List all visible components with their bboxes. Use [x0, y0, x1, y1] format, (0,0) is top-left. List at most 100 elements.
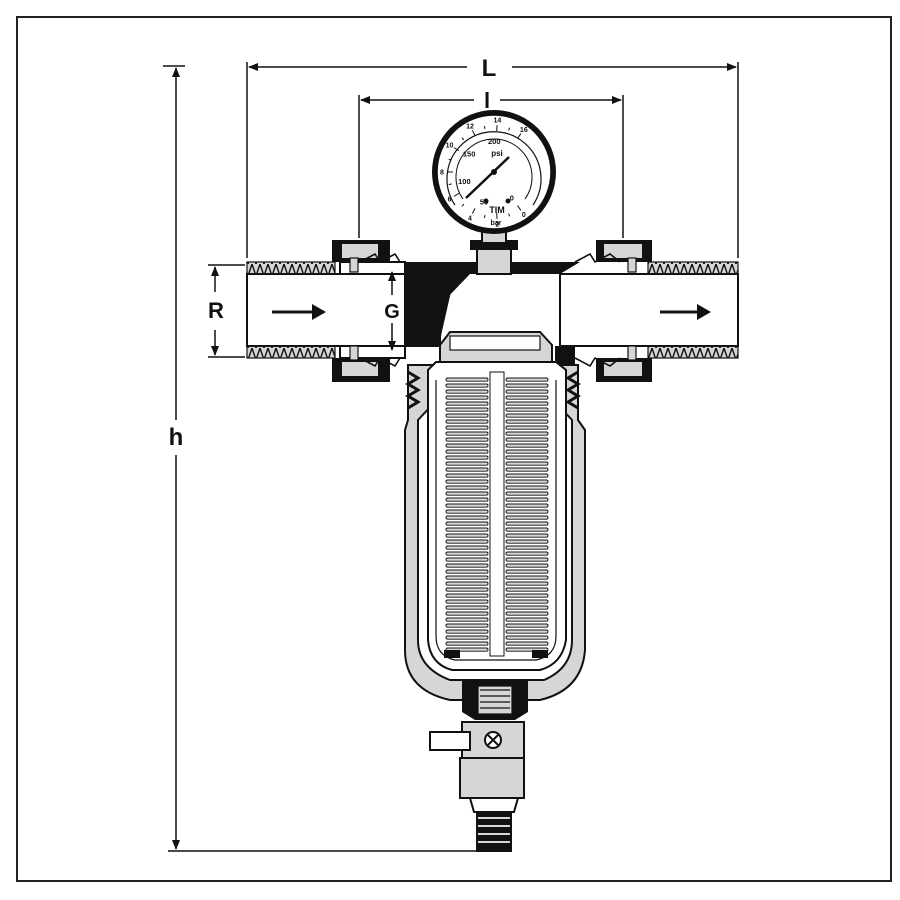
mesh-pleat: [445, 431, 489, 436]
gauge-tick: [483, 125, 486, 130]
gauge-tick: [448, 183, 452, 186]
mesh-pleat: [505, 533, 549, 538]
gauge-psi-tick-label: 100: [458, 177, 471, 186]
filter-mesh: [445, 377, 549, 652]
mesh-pleat: [505, 623, 549, 628]
gauge-tick: [461, 203, 465, 207]
mesh-pleat: [445, 629, 489, 634]
dimension-label-L: L: [482, 55, 497, 82]
mesh-pleat: [445, 491, 489, 496]
filter-head: [405, 240, 580, 364]
mesh-pleat: [505, 545, 549, 550]
mesh-pleat: [445, 635, 489, 640]
dimension-R: R: [208, 264, 245, 358]
mesh-pleat: [445, 611, 489, 616]
valve-lever: [429, 731, 471, 751]
mesh-pleat: [445, 533, 489, 538]
mesh-pleat: [505, 551, 549, 556]
mesh-pleat: [445, 521, 489, 526]
gauge-psi-unit: psi: [491, 149, 503, 158]
mesh-pleat: [505, 635, 549, 640]
gauge-psi-tick-label: 200: [488, 137, 501, 146]
gauge-tick: [483, 214, 486, 219]
gauge-tick-marks: [447, 125, 522, 219]
drain-assembly: [429, 680, 528, 852]
mesh-pleat: [445, 551, 489, 556]
flow-arrow-out: [660, 304, 711, 320]
mesh-pleat: [445, 641, 489, 646]
mesh-pleat: [445, 623, 489, 628]
mesh-pleat: [505, 497, 549, 502]
mesh-pleat: [505, 503, 549, 508]
mesh-pleat: [505, 563, 549, 568]
dimension-label-R: R: [208, 298, 224, 323]
gauge-tick: [471, 208, 476, 214]
mesh-pleat: [505, 431, 549, 436]
mesh-pleat: [505, 461, 549, 466]
mesh-pleat: [445, 377, 489, 382]
gauge-tick: [471, 130, 476, 136]
mesh-pleat: [505, 407, 549, 412]
dimension-G: G: [384, 271, 400, 351]
gauge-bar-tick-label: 10: [446, 143, 454, 150]
mesh-pleat: [505, 437, 549, 442]
gauge-bar-tick-label: 14: [494, 118, 502, 125]
mesh-pleat: [505, 389, 549, 394]
mesh-pleat: [445, 479, 489, 484]
mesh-pleat: [445, 407, 489, 412]
mesh-pleat: [505, 467, 549, 472]
mesh-pleat: [505, 629, 549, 634]
mesh-pleat: [505, 527, 549, 532]
mesh-pleat: [445, 461, 489, 466]
mesh-pleat: [505, 617, 549, 622]
dimension-h: h: [163, 65, 500, 852]
gauge-tick: [508, 213, 511, 217]
mesh-pleat: [445, 587, 489, 592]
dimension-label-l: l: [484, 88, 490, 113]
mesh-pleat: [505, 473, 549, 478]
mesh-pleat: [445, 569, 489, 574]
mesh-pleat: [445, 605, 489, 610]
gauge-psi-tick-label: 0: [510, 193, 514, 202]
mesh-pleat: [445, 575, 489, 580]
mesh-pleat: [445, 509, 489, 514]
gauge-brand: TIM: [489, 205, 505, 215]
mesh-pleat: [505, 479, 549, 484]
mesh-pleat: [505, 587, 549, 592]
mesh-pleat: [505, 485, 549, 490]
mesh-pleat: [445, 581, 489, 586]
mesh-pleat: [505, 539, 549, 544]
inlet-pipe: [246, 240, 441, 382]
gauge-bar-tick-label: 16: [520, 127, 528, 134]
gauge-tick: [453, 147, 460, 152]
mesh-pleat: [445, 389, 489, 394]
mesh-pleat: [505, 449, 549, 454]
mesh-pleat: [445, 395, 489, 400]
mesh-pleat: [445, 545, 489, 550]
mesh-pleat: [445, 437, 489, 442]
gauge-bar-tick-label: 4: [468, 216, 472, 223]
gauge-screw-left: [483, 198, 489, 204]
gauge-bar-unit: bar: [491, 220, 502, 227]
gauge-tick: [453, 192, 460, 197]
mesh-pleat: [445, 503, 489, 508]
mesh-pleat: [505, 593, 549, 598]
mesh-pleat: [505, 641, 549, 646]
gauge-psi-tick-label: 150: [463, 150, 476, 159]
mesh-pleat: [505, 509, 549, 514]
gauge-bar-tick-label: 12: [466, 123, 474, 130]
gauge-bar-tick-label: 0: [522, 212, 526, 219]
mesh-pleat: [505, 425, 549, 430]
mesh-pleat: [445, 383, 489, 388]
mesh-pleat: [445, 467, 489, 472]
gauge-bar-tick-label: 2: [495, 221, 499, 228]
outer-frame: [16, 16, 892, 882]
mesh-pleat: [445, 557, 489, 562]
mesh-pleat: [445, 449, 489, 454]
filter-bowl: [404, 331, 586, 701]
mesh-pleat: [445, 593, 489, 598]
